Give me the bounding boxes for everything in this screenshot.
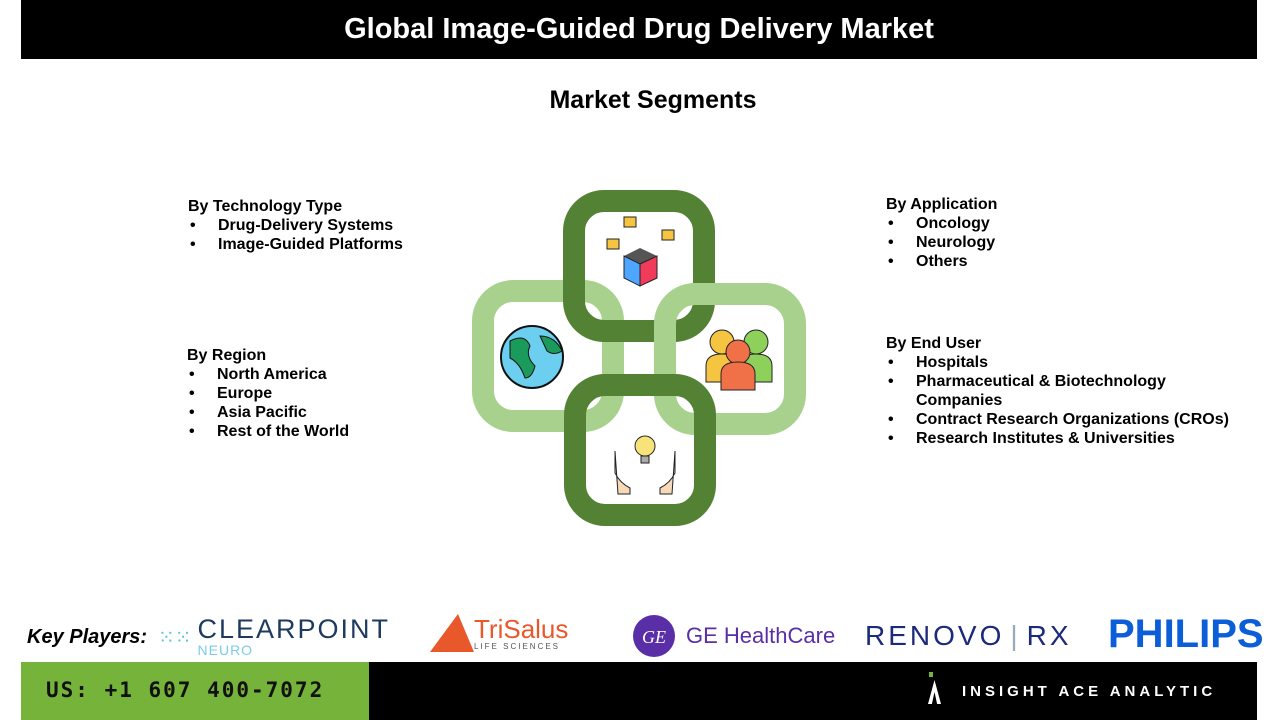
- svg-text:GE: GE: [642, 627, 666, 647]
- phone-number: US: +1 607 400-7072: [46, 678, 325, 702]
- list-item: Contract Research Organizations (CROs): [886, 410, 1246, 429]
- list-item: Pharmaceutical & Biotechnology Companies: [886, 372, 1176, 410]
- linked-rings-graphic: [472, 190, 806, 526]
- logo-clearpoint: ⁙⁙ CLEARPOINT NEURO: [158, 614, 391, 659]
- ring-left: [472, 280, 624, 432]
- list-item: Image-Guided Platforms: [188, 235, 403, 254]
- segment-end-user: By End User HospitalsPharmaceutical & Bi…: [886, 334, 1246, 448]
- ring-right: [654, 283, 806, 435]
- segment-heading: By Region: [187, 347, 267, 364]
- key-players-label: Key Players:: [27, 626, 148, 648]
- dots-icon: ⁙⁙: [158, 626, 192, 649]
- list-item: Neurology: [886, 233, 997, 252]
- list-item: Europe: [187, 384, 349, 403]
- logo-ge-healthcare: GE GE HealthCare: [632, 614, 835, 658]
- section-subtitle: Market Segments: [549, 86, 757, 114]
- people-group-icon: [705, 329, 773, 391]
- brand-name: INSIGHT ACE ANALYTIC: [962, 683, 1217, 700]
- logo-philips: PHILIPS: [1108, 612, 1264, 656]
- footer-phone-panel: [21, 662, 369, 720]
- list-item: Drug-Delivery Systems: [188, 216, 403, 235]
- list-item: North America: [187, 365, 349, 384]
- segment-heading: By Technology Type: [188, 198, 343, 215]
- ring-bottom: [564, 374, 716, 526]
- globe-icon: [500, 325, 564, 389]
- list-item: Oncology: [886, 214, 997, 233]
- ge-monogram-icon: GE: [633, 615, 675, 657]
- list-item: Research Institutes & Universities: [886, 429, 1246, 448]
- segment-heading: By End User: [886, 335, 982, 352]
- insight-ace-logo-icon: [928, 672, 942, 704]
- list-item: Rest of the World: [187, 422, 349, 441]
- list-item: Others: [886, 252, 997, 271]
- segment-heading: By Application: [886, 196, 998, 213]
- footer-bar: [369, 662, 1257, 720]
- segment-technology: By Technology Type Drug-Delivery Systems…: [188, 197, 403, 254]
- lightbulb-hands-icon: [614, 435, 676, 495]
- triangle-icon: [430, 614, 474, 652]
- segment-region: By Region North AmericaEuropeAsia Pacifi…: [187, 346, 349, 441]
- network-cube-icon: [606, 216, 675, 287]
- ring-top: [563, 190, 715, 342]
- page-title: Global Image-Guided Drug Delivery Market: [21, 0, 1257, 59]
- segment-application: By Application OncologyNeurologyOthers: [886, 195, 997, 271]
- list-item: Asia Pacific: [187, 403, 349, 422]
- logo-renovo-rx: RENOVO|RX: [865, 620, 1072, 651]
- list-item: Hospitals: [886, 353, 1246, 372]
